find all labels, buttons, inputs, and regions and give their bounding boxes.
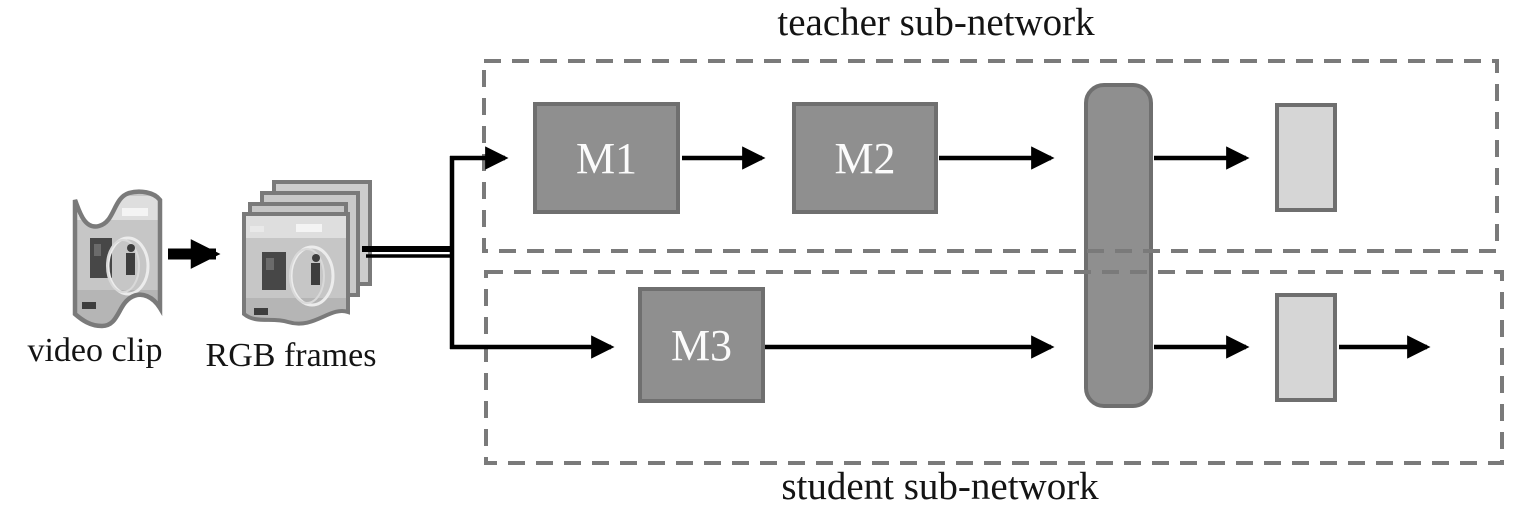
module-m2-box: M2: [792, 102, 938, 214]
shared-rounded-module-box: [1084, 83, 1153, 408]
front-frame-photo: [244, 214, 348, 324]
video-clip-outline: [72, 189, 163, 329]
module-m3-box: M3: [638, 287, 765, 403]
teacher-subnetwork-label: teacher sub-network: [777, 1, 1095, 44]
rgb-frames-thumbnail: [238, 178, 376, 336]
module-m3-label: M3: [670, 320, 733, 370]
module-m1-label: M1: [575, 133, 638, 183]
module-m2-label: M2: [834, 133, 896, 183]
module-m1-box: M1: [533, 102, 680, 214]
teacher-feature-box: [1275, 103, 1337, 212]
video-clip-label: video clip: [27, 332, 163, 369]
video-clip-thumbnail: [70, 186, 166, 332]
student-subnetwork-label: student sub-network: [781, 465, 1099, 508]
teacher-subnetwork-boundary: [482, 59, 1499, 253]
student-feature-box: [1275, 293, 1337, 402]
rgb-frames-label: RGB frames: [205, 337, 377, 374]
student-subnetwork-boundary: [484, 270, 1504, 465]
front-frame-outline: [242, 212, 350, 326]
